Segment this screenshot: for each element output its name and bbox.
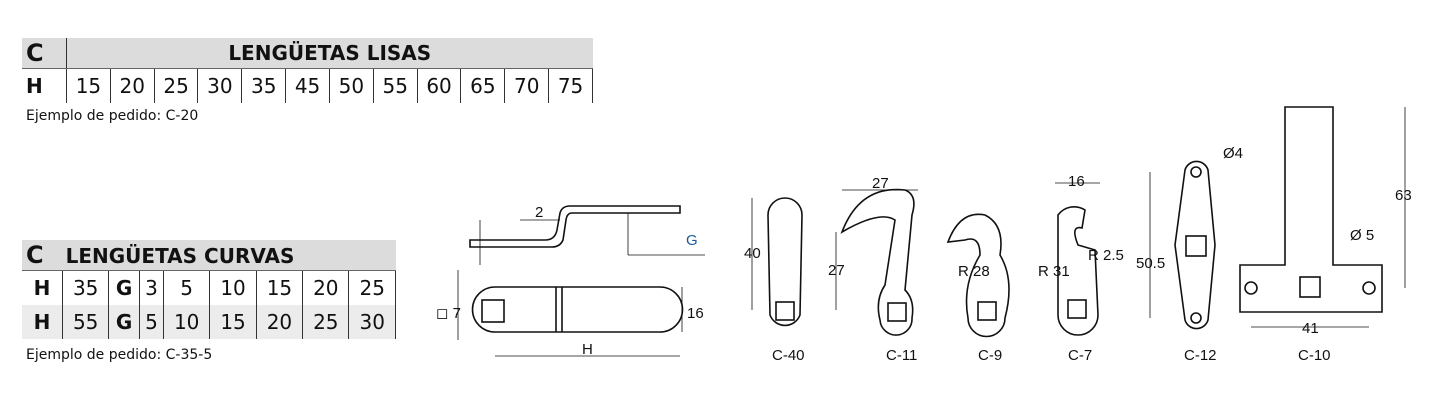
lisas-value: 45 [285,68,330,103]
c9-label: C-9 [978,347,1002,364]
c10-label: C-10 [1298,347,1331,364]
lisas-value: 30 [197,68,242,103]
c7-dim-w: 16 [1068,173,1085,190]
g-value: 20 [255,305,303,339]
c12-dim-hole: Ø4 [1223,145,1243,162]
g-label: G [108,270,140,305]
lisas-value: 75 [548,68,593,103]
g-value: 10 [162,305,210,339]
lisas-value: 25 [153,68,198,103]
g-value: 10 [209,270,257,305]
c10-dim-hole: Ø 5 [1350,227,1374,244]
c11-dim-h: 27 [828,262,845,279]
drawing-c7: 16 R 31 R 2.5 C-7 [1038,173,1124,364]
h-label: H [33,276,51,300]
lisas-row-label: H [26,74,43,98]
drawing-c40: 40 C-40 [744,197,805,364]
drawing-main: 2 G ◻ 7 16 H [436,204,705,358]
h-label: H [22,305,63,339]
lisas-example: Ejemplo de pedido: C-20 [26,108,199,124]
c10-dim-h: 63 [1395,187,1412,204]
g-value: 15 [209,305,257,339]
dim-width: 16 [687,305,704,322]
drawing-c12: Ø4 50.5 C-12 [1136,145,1243,364]
lisas-code: C [22,38,67,69]
g-label: G [108,305,140,339]
c12-label: C-12 [1184,347,1217,364]
curvas-header: C LENGÜETAS CURVAS [22,240,396,271]
lisas-value: 65 [460,68,505,103]
g-value: 15 [255,270,303,305]
lisas-table: C LENGÜETAS LISAS H 15 20 25 30 35 45 50… [22,38,593,103]
c11-label: C-11 [886,347,917,364]
lisas-value: 50 [328,68,374,103]
c7-dim-r: R 31 [1038,263,1070,280]
g-value: 30 [348,305,396,339]
curvas-title: LENGÜETAS CURVAS [65,244,295,268]
c7-label: C-7 [1068,347,1092,364]
g-value: 20 [302,270,349,305]
curvas-code: C [26,241,44,269]
g-value: 5 [138,305,164,339]
lisas-value: 15 [66,68,111,103]
lisas-value: 70 [504,68,549,103]
g-value: 5 [162,270,210,305]
drawing-c10: 63 Ø 5 41 C-10 [1239,106,1412,364]
c11-dim-w: 27 [872,175,889,192]
c40-dim-h: 40 [744,245,761,262]
lisas-title: LENGÜETAS LISAS [66,38,593,69]
g-value: 25 [348,270,396,305]
c40-label: C-40 [772,347,805,364]
drawing-c9: R 28 C-9 [946,213,1010,364]
lisas-value: 20 [109,68,155,103]
c9-dim-r: R 28 [958,263,990,280]
dim-h: H [582,341,593,358]
c7-dim-r2: R 2.5 [1088,247,1124,264]
c10-dim-w: 41 [1302,320,1319,337]
lisas-value: 35 [241,68,286,103]
g-value: 3 [138,270,164,305]
g-value: 25 [302,305,349,339]
dim-square: ◻ 7 [436,305,461,322]
curvas-example: Ejemplo de pedido: C-35-5 [26,347,213,363]
curvas-table: C LENGÜETAS CURVAS H 35 G 3 5 10 15 20 25… [22,240,396,339]
drawing-c11: 27 27 C-11 [828,175,918,364]
dim-g: G [686,232,698,249]
lisas-value: 60 [416,68,461,103]
dim-thickness: 2 [535,204,543,221]
h-value: 35 [61,270,109,305]
h-value: 55 [61,305,109,339]
c12-dim-h: 50.5 [1136,255,1165,272]
lisas-value: 55 [372,68,418,103]
